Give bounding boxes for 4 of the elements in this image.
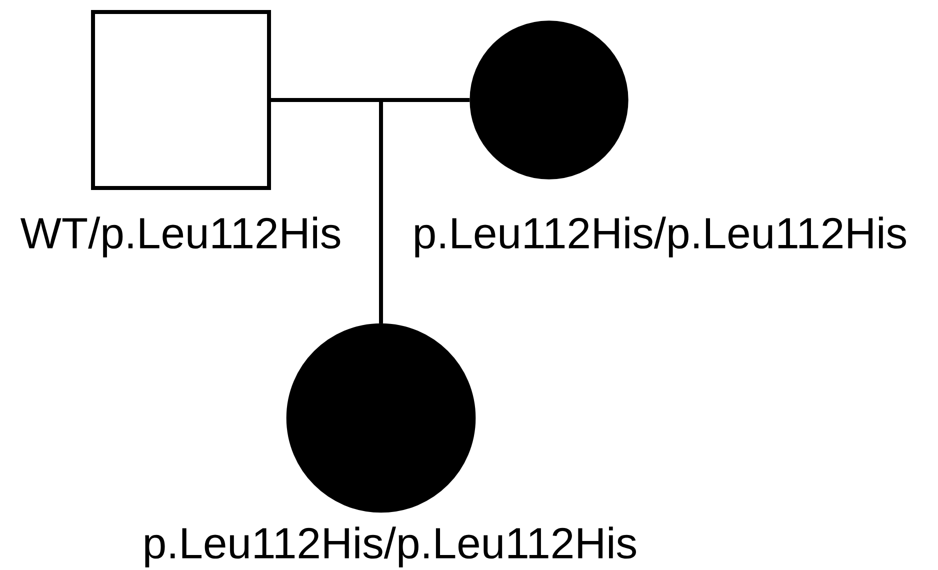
genotype-label: p.Leu112His/p.Leu112His	[145, 526, 636, 568]
genotype-label: p.Leu112His/p.Leu112His	[415, 216, 906, 258]
pedigree-line	[379, 98, 470, 324]
genotype-label: WT/p.Leu112His	[20, 216, 340, 258]
